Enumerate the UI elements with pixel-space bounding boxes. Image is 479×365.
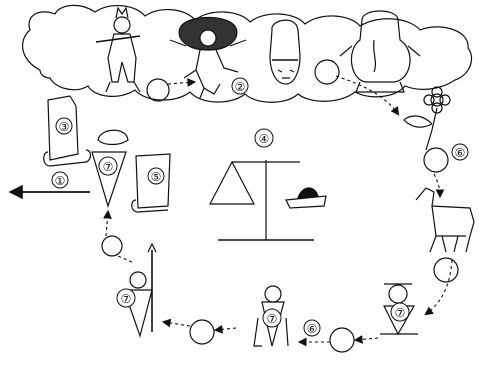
svg-text:⑥: ⑥: [307, 322, 318, 336]
svg-text:①: ①: [55, 174, 66, 188]
ganesha-figure: [340, 11, 420, 92]
buddha-head: [270, 20, 300, 84]
label-seven-bottom-right: ⑦: [391, 303, 409, 321]
svg-text:④: ④: [259, 132, 270, 146]
flower-icon: [404, 87, 450, 150]
svg-text:⑥: ⑥: [455, 146, 466, 160]
svg-text:⑦: ⑦: [103, 160, 114, 174]
label-seven-top-left: ⑦: [99, 157, 117, 175]
svg-text:⑦: ⑦: [121, 292, 132, 306]
balance-scale: [210, 160, 326, 240]
svg-text:⑦: ⑦: [267, 312, 278, 326]
label-four: ④: [255, 129, 273, 147]
svg-text:⑤: ⑤: [151, 170, 162, 184]
label-five: ⑤: [148, 168, 164, 184]
label-seven-bottom-middle: ⑦: [263, 309, 281, 327]
krishna-figure: [96, 8, 140, 92]
label-six-bottom: ⑥: [304, 320, 320, 336]
horse-icon: [416, 188, 474, 252]
label-seven-bottom-left: ⑦: [117, 289, 135, 307]
svg-text:⑦: ⑦: [395, 306, 406, 320]
svg-text:③: ③: [59, 120, 70, 134]
label-three: ③: [56, 118, 72, 134]
label-one: ①: [52, 172, 68, 188]
svg-text:②: ②: [235, 80, 246, 94]
label-two: ②: [232, 78, 248, 94]
label-six-right: ⑥: [452, 144, 468, 160]
